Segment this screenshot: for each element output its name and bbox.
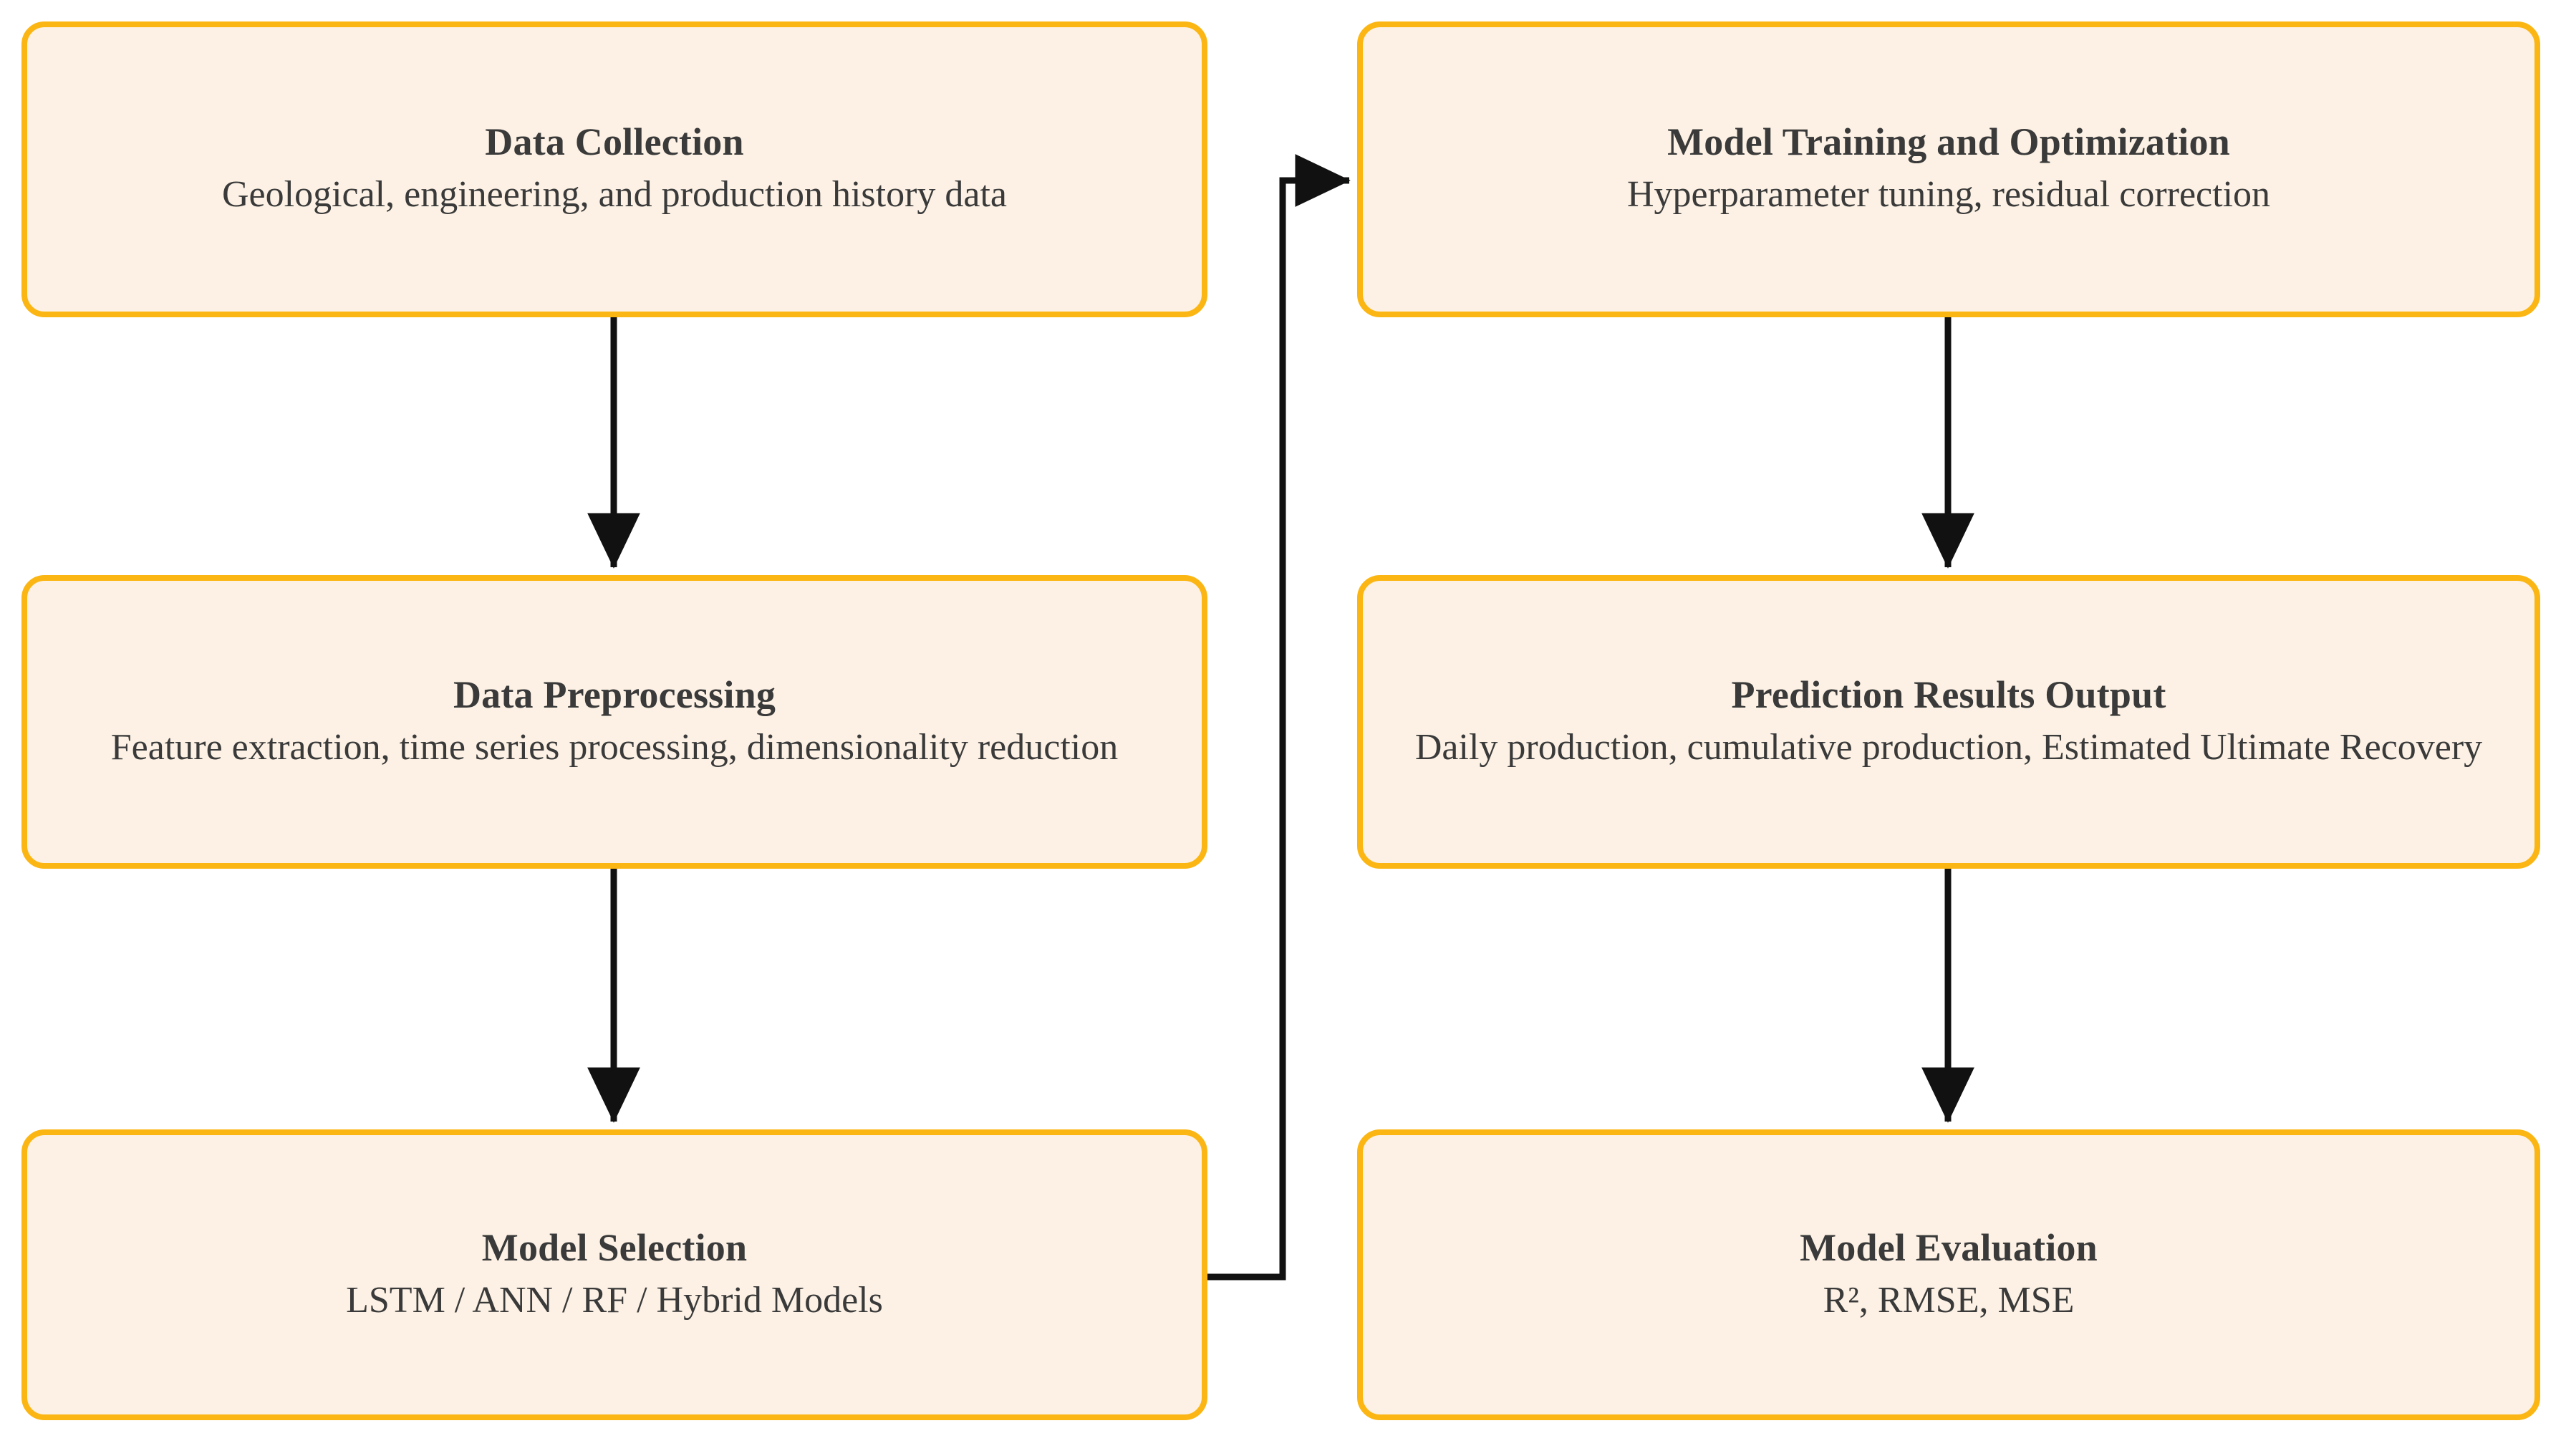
node-description: LSTM / ANN / RF / Hybrid Models [346, 1279, 883, 1321]
node-model-training-and-optimization[interactable]: Model Training and Optimization Hyperpar… [1357, 21, 2540, 317]
node-title: Data Preprocessing [453, 672, 776, 716]
node-data-preprocessing[interactable]: Data Preprocessing Feature extraction, t… [21, 575, 1207, 869]
node-description: Hyperparameter tuning, residual correcti… [1626, 174, 2271, 216]
node-title: Model Training and Optimization [1667, 120, 2230, 164]
edge-selection-to-training [1207, 154, 1351, 1281]
node-title: Prediction Results Output [1731, 672, 2166, 716]
node-description: Feature extraction, time series processi… [110, 726, 1119, 768]
node-title: Model Evaluation [1800, 1225, 2098, 1269]
node-description: Daily production, cumulative production,… [1414, 726, 2483, 768]
node-prediction-results-output[interactable]: Prediction Results Output Daily producti… [1357, 575, 2540, 869]
node-description: Geological, engineering, and production … [221, 174, 1007, 216]
node-model-selection[interactable]: Model Selection LSTM / ANN / RF / Hybrid… [21, 1129, 1207, 1420]
node-model-evaluation[interactable]: Model Evaluation R², RMSE, MSE [1357, 1129, 2540, 1420]
node-title: Data Collection [485, 120, 744, 164]
node-data-collection[interactable]: Data Collection Geological, engineering,… [21, 21, 1207, 317]
node-title: Model Selection [481, 1225, 748, 1269]
node-description: R², RMSE, MSE [1823, 1279, 2075, 1321]
